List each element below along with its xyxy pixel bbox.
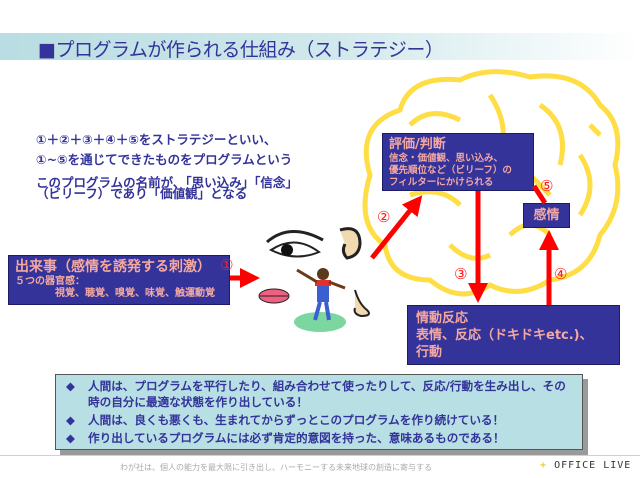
intro-line-2: ①~⑤を通じてできたものをプログラムという bbox=[36, 152, 293, 167]
plus-icon: + bbox=[540, 460, 548, 471]
summary-item: ◆ 作り出しているプログラムには必ず肯定的意図を持った、意味あるものである！ bbox=[66, 430, 572, 446]
reaction-box: 情動反応 表情、反応（ドキドキetc.)、 行動 bbox=[407, 305, 620, 365]
summary-item: ◆ 人間は、プログラムを平行したり、組み合わせて使ったりして、反応/行動を生み出し… bbox=[66, 378, 572, 410]
judgment-line-1: 信念・価値観、思い込み、 bbox=[389, 153, 504, 164]
event-title: 出来事（感情を誘発する刺激） bbox=[15, 259, 211, 275]
intro-line-3: このプログラムの名前が、「思い込み」「信念」 bbox=[36, 175, 298, 190]
event-senses: 視覚、聴覚、嗅覚、味覚、触運動覚 bbox=[55, 288, 215, 299]
summary-box: ◆ 人間は、プログラムを平行したり、組み合わせて使ったりして、反応/行動を生み出し… bbox=[55, 374, 583, 450]
step-4-label: ④ bbox=[554, 265, 568, 283]
reaction-line-1: 情動反応 bbox=[416, 311, 469, 326]
girl-figure-icon bbox=[294, 268, 346, 332]
summary-text: 作り出しているプログラムには必ず肯定的意図を持った、意味あるものである！ bbox=[88, 431, 505, 445]
reaction-line-3: 行動 bbox=[416, 345, 443, 360]
summary-text: 人間は、良くも悪くも、生まれてからずっとこのプログラムを作り続けている！ bbox=[88, 413, 505, 427]
diamond-bullet-icon: ◆ bbox=[66, 413, 75, 427]
senses-illustration bbox=[258, 227, 370, 332]
step-5-label: ⑤ bbox=[540, 177, 554, 195]
summary-text: 人間は、プログラムを平行したり、組み合わせて使ったりして、反応/行動を生み出し、… bbox=[88, 379, 566, 409]
judgment-line-2: 優先順位など（ビリーフ）の bbox=[389, 165, 512, 176]
step-1-label: ① bbox=[220, 256, 234, 274]
intro-line-1: ①＋②＋③＋④＋⑤をストラテジーといい、 bbox=[36, 132, 277, 147]
event-box: 出来事（感情を誘発する刺激） ５つの器官感： 視覚、聴覚、嗅覚、味覚、触運動覚 bbox=[8, 255, 230, 305]
slide-title: ■プログラムが作られる仕組み（ストラテジー） bbox=[38, 39, 444, 61]
footer-motto: わが社は、個人の能力を最大限に引き出し、ハーモニーする未来地球の創造に寄与する bbox=[120, 463, 432, 472]
ear-icon bbox=[339, 227, 362, 260]
eye-icon bbox=[266, 230, 324, 258]
reaction-line-2: 表情、反応（ドキドキetc.)、 bbox=[416, 328, 593, 343]
emotion-box: 感情 bbox=[523, 203, 570, 228]
brand-name: OFFICE LIVE bbox=[554, 460, 632, 471]
diamond-bullet-icon: ◆ bbox=[66, 431, 75, 445]
summary-item: ◆ 人間は、良くも悪くも、生まれてからずっとこのプログラムを作り続けている！ bbox=[66, 412, 572, 428]
step-2-label: ② bbox=[377, 208, 391, 226]
title-band bbox=[0, 33, 640, 60]
diamond-bullet-icon: ◆ bbox=[66, 379, 75, 393]
footer-divider bbox=[0, 455, 640, 456]
brain-outline-illustration bbox=[362, 69, 621, 297]
nose-icon bbox=[353, 289, 370, 318]
judgment-box: 評価/判断 信念・価値観、思い込み、 優先順位など（ビリーフ）の フィルターにか… bbox=[382, 133, 534, 191]
event-sub: ５つの器官感： bbox=[15, 276, 85, 287]
step-3-label: ③ bbox=[454, 265, 468, 283]
judgment-line-3: フィルターにかけられる bbox=[389, 177, 494, 188]
brand-logo: + OFFICE LIVE bbox=[540, 460, 631, 471]
judgment-title: 評価/判断 bbox=[389, 137, 446, 152]
lips-icon bbox=[258, 288, 290, 304]
intro-line-4: （ビリーフ）であり「価値観」となる bbox=[36, 186, 248, 201]
